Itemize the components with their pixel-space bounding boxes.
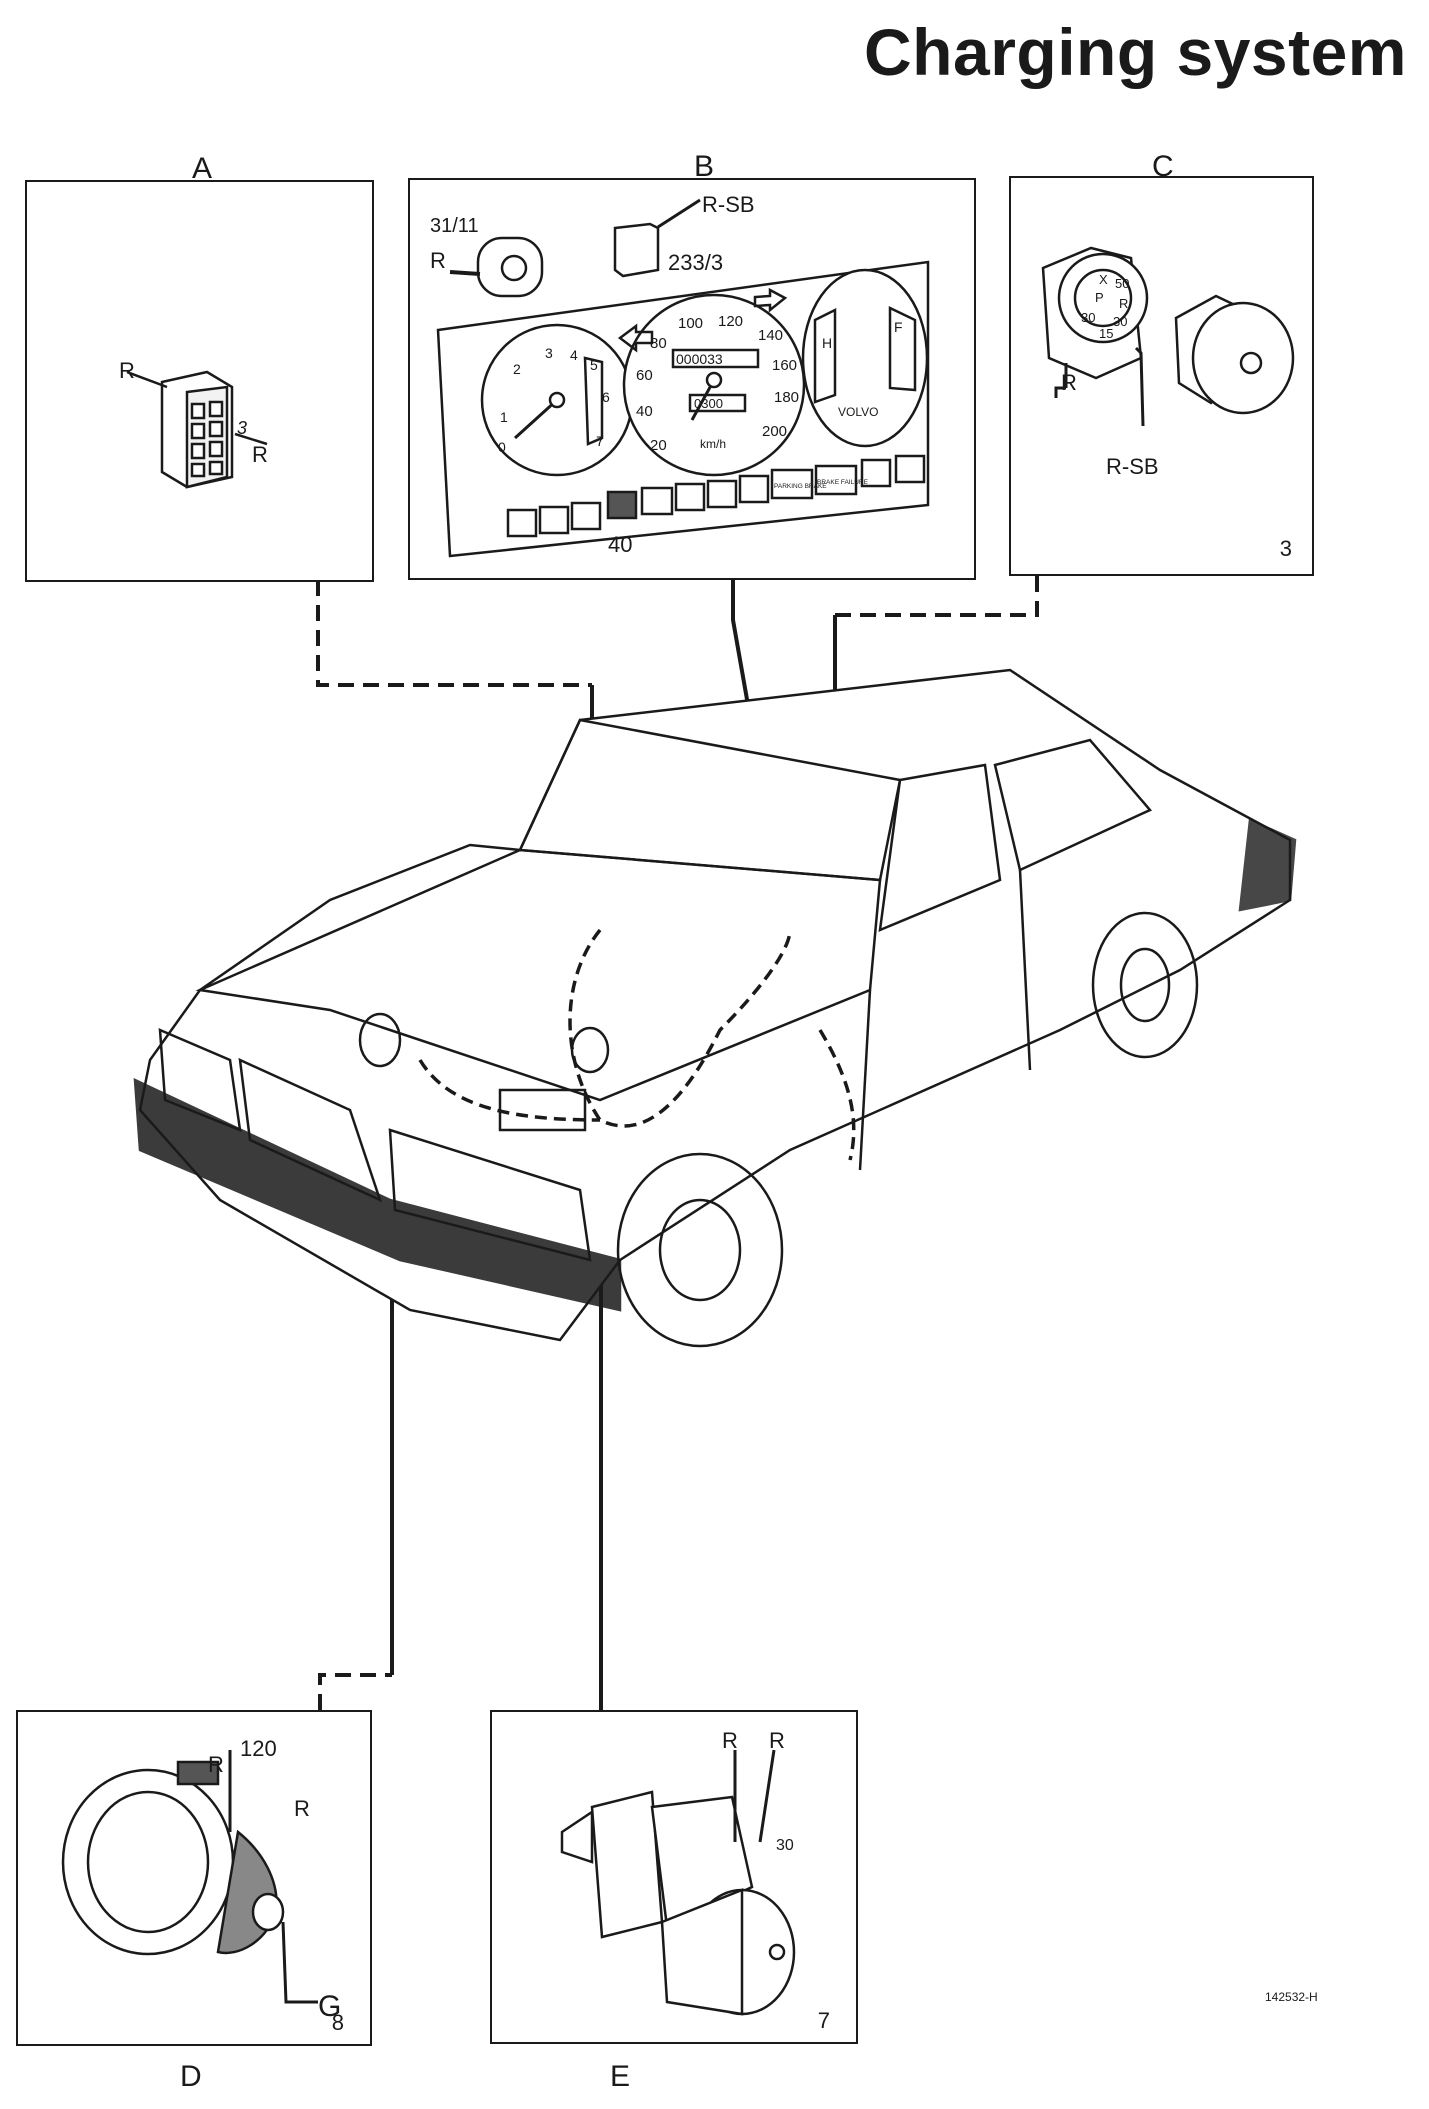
panel-e: R R 30 7 [490,1710,858,2044]
panel-e-letter: E [610,2060,631,2093]
panel-e-component-number: 7 [817,2008,830,2033]
panel-d-letter: D [180,2060,202,2093]
panel-a: R 3 R [25,180,374,582]
diagram-reference: 142532-H [1265,1990,1318,2004]
ignition-switch-illustration [1041,246,1295,427]
fusebox-connector-illustration [126,370,268,489]
panel-c: R R-SB X 50 P R 30 30 15 3 [1009,176,1314,576]
panel-b: 31/11 R R-SB 233/3 40 0 1 2 3 4 5 6 7 20… [408,178,976,580]
alternator-illustration [61,1750,318,2004]
page-title: Charging system [864,15,1407,89]
panel-d: R 120 R G 8 [16,1710,372,2046]
panel-b-letter: B [694,150,715,183]
instrument-cluster-illustration [436,198,930,558]
panel-d-component-number: 8 [331,2010,344,2035]
panel-c-component-number: 3 [1279,536,1292,561]
starter-motor-illustration [560,1749,796,2016]
panel-a-letter: A [192,152,213,185]
panel-c-letter: C [1152,150,1174,183]
